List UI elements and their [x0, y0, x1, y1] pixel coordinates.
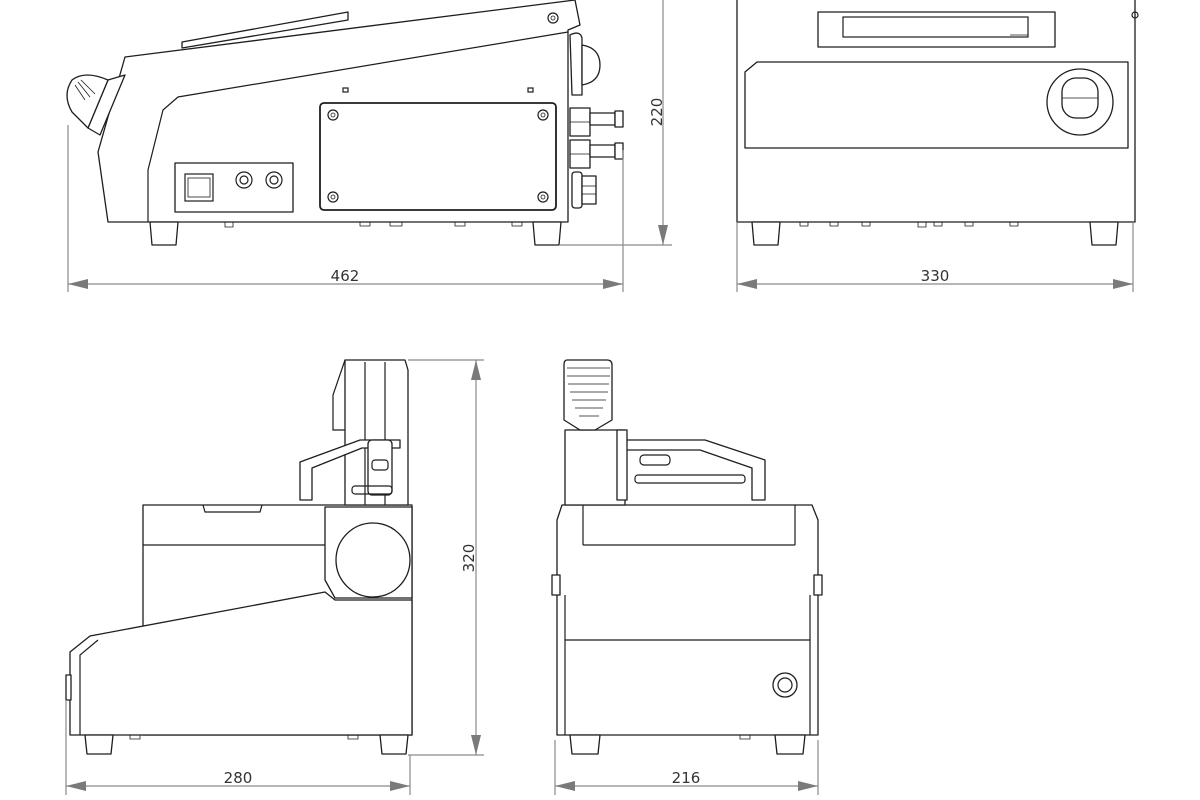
- cover-plate: [319, 102, 557, 211]
- power-switch: [184, 173, 214, 202]
- lower-housing: [69, 591, 413, 736]
- dimension-label: 220: [648, 98, 666, 127]
- dimension-label: 320: [460, 544, 478, 573]
- dimension-320: 320: [408, 359, 484, 756]
- dimension-330: 330: [736, 222, 1134, 292]
- dimension-280: 280: [65, 700, 411, 795]
- open-side-view: [65, 359, 413, 755]
- housing-inner-edge: [147, 31, 569, 222]
- foot: [84, 734, 114, 755]
- dimension-label: 462: [331, 267, 360, 285]
- control-knob: [1046, 68, 1114, 136]
- side-view: [66, 0, 624, 246]
- dimension-220: 220: [560, 0, 672, 246]
- foot: [1089, 221, 1119, 246]
- arm: [624, 439, 766, 501]
- foot: [774, 734, 806, 755]
- grip: [563, 359, 613, 431]
- foot: [379, 734, 409, 755]
- jack-socket: [235, 171, 253, 189]
- jack-socket: [265, 171, 283, 189]
- dimension-label: 216: [672, 769, 701, 787]
- rear-connectors: [569, 32, 624, 209]
- handle-column: [299, 359, 409, 506]
- dimension-462: 462: [67, 125, 624, 292]
- front-panel: [744, 61, 1129, 149]
- top-lid-strip: [181, 11, 349, 49]
- vent-slot: [342, 87, 349, 93]
- display-window: [817, 11, 1056, 48]
- tube-circle: [335, 522, 411, 598]
- foot: [569, 734, 601, 755]
- dimension-label: 330: [921, 267, 950, 285]
- front-view: [736, 0, 1139, 246]
- handle-column: [563, 359, 766, 506]
- switch-panel: [174, 162, 294, 213]
- foot: [751, 221, 781, 246]
- foot: [149, 221, 179, 246]
- port-socket: [772, 672, 798, 698]
- dimension-label: 280: [224, 769, 253, 787]
- screw-icon: [547, 12, 559, 24]
- vent-slot: [527, 87, 534, 93]
- dimension-216: 216: [554, 740, 819, 795]
- base-box: [556, 504, 819, 736]
- open-front-view: [551, 359, 823, 755]
- control-knob: [66, 74, 126, 136]
- foot: [532, 221, 562, 246]
